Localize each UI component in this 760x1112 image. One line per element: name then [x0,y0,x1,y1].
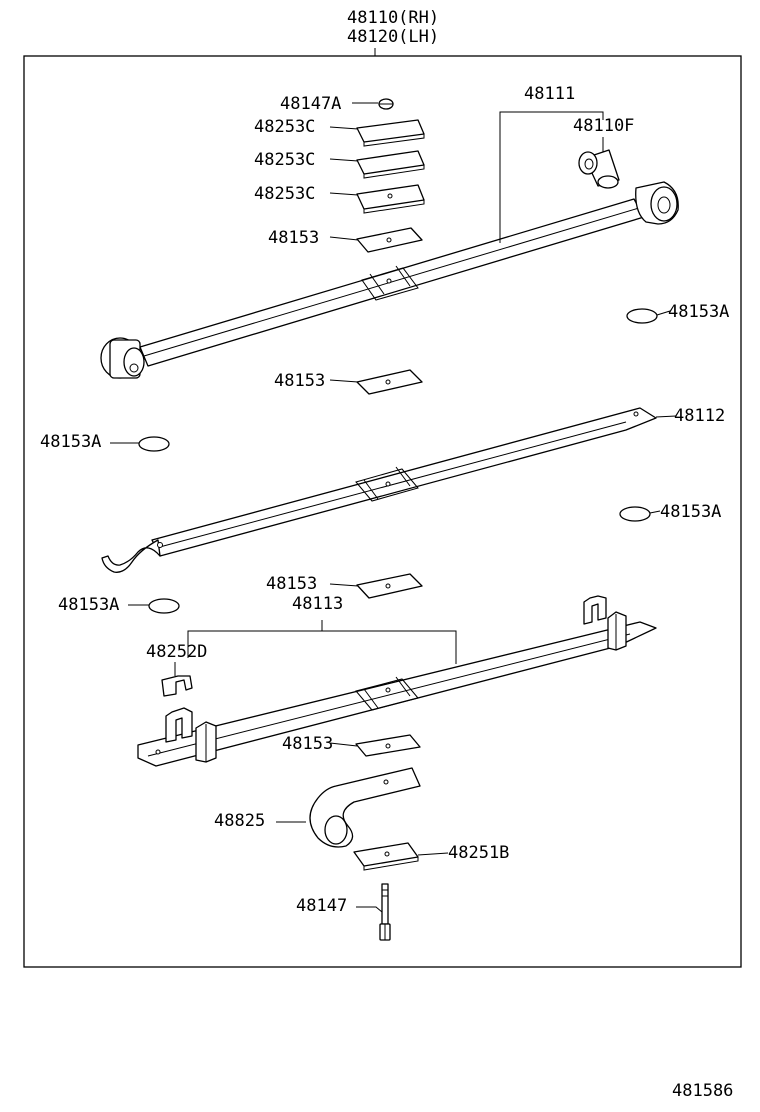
nut-48147a[interactable] [378,98,394,110]
leaf-48113[interactable] [137,595,657,767]
label-48111[interactable]: 48111 [524,84,575,104]
label-48153a-2[interactable]: 48153A [40,432,101,452]
illustration-number: 481586 [672,1081,733,1101]
label-48153a-1[interactable]: 48153A [668,302,729,322]
assembly-frame [23,55,742,968]
assembly-label-rh: 48110(RH) [347,8,439,28]
plate-48251b[interactable] [353,842,419,871]
bolt-48147[interactable] [379,883,391,941]
spacer-48253c-3[interactable] [356,184,425,214]
assembly-label-lh: 48120(LH) [347,27,439,47]
leader-48153a-1 [656,310,671,316]
bracket-48825[interactable] [309,767,421,848]
label-48153a-3[interactable]: 48153A [660,502,721,522]
leader-48253c-3 [329,192,359,196]
label-48153-2[interactable]: 48153 [274,371,325,391]
leader-48153-4 [329,742,358,747]
leader-48112 [655,415,677,418]
label-48147[interactable]: 48147 [296,896,347,916]
bushing-48110f[interactable] [578,149,620,189]
leader-48153-2 [329,379,359,383]
label-48825[interactable]: 48825 [214,811,265,831]
leader-48153a-3 [649,510,661,514]
pad-48153-2[interactable] [356,369,423,395]
label-48153-3[interactable]: 48153 [266,574,317,594]
pad-48153a-4[interactable] [148,598,180,614]
spacer-48253c-2[interactable] [356,150,425,179]
leader-48253c-1 [329,126,359,130]
leader-48153-1 [329,236,359,241]
leader-48253c-2 [329,158,359,162]
leaf-48112[interactable] [101,407,657,573]
label-48253c-2[interactable]: 48253C [254,150,315,170]
leader-48111 [499,111,604,243]
leader-48113-bracket [187,630,457,664]
pad-48153a-1[interactable] [626,308,658,324]
leader-48153-3 [329,583,359,587]
label-48147a[interactable]: 48147A [280,94,341,114]
pad-48153-3[interactable] [356,573,423,599]
pad-48153a-3[interactable] [619,506,651,522]
label-48253c-1[interactable]: 48253C [254,117,315,137]
label-48252d[interactable]: 48252D [146,642,207,662]
label-48153-4[interactable]: 48153 [282,734,333,754]
spacer-48253c-1[interactable] [356,119,425,147]
label-48153a-4[interactable]: 48153A [58,595,119,615]
label-48110f[interactable]: 48110F [573,116,634,136]
label-48113[interactable]: 48113 [292,594,343,614]
leader-48147 [356,906,383,913]
label-48153-1[interactable]: 48153 [268,228,319,248]
leader-48251b [417,852,449,856]
pad-48153-4[interactable] [355,734,421,757]
label-48253c-3[interactable]: 48253C [254,184,315,204]
label-48251b[interactable]: 48251B [448,843,509,863]
leaf-48111[interactable] [100,181,679,379]
pad-48153a-2[interactable] [138,436,170,452]
label-48112[interactable]: 48112 [674,406,725,426]
pad-48153-1[interactable] [356,227,423,253]
clip-48252d[interactable] [161,675,193,697]
